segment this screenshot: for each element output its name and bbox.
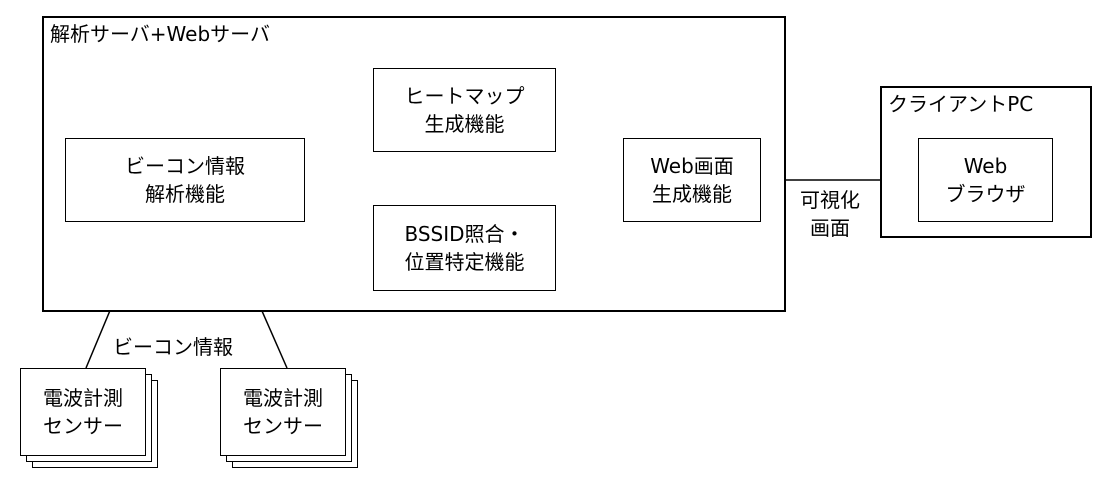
server-group-label: 解析サーバ+Webサーバ	[50, 22, 270, 46]
web-screen-line-1: Web画面	[650, 154, 734, 178]
sensor-2-line-2: センサー	[243, 414, 323, 438]
client-group-label: クライアントPC	[888, 92, 1034, 116]
visualization-line-2: 画面	[810, 216, 850, 240]
browser-node: Web ブラウザ	[918, 138, 1053, 222]
web-screen-node: Web画面 生成機能	[623, 138, 761, 222]
sensor-1-node: 電波計測 センサー	[20, 368, 146, 456]
bssid-node: BSSID照合・ 位置特定機能	[373, 205, 556, 291]
beacon-analysis-line-1: ビーコン情報	[125, 154, 245, 178]
bssid-line-1: BSSID照合・	[404, 222, 525, 246]
web-screen-line-2: 生成機能	[652, 182, 732, 206]
sensor-1-line-1: 電波計測	[43, 386, 123, 410]
beacon-analysis-node: ビーコン情報 解析機能	[65, 138, 305, 222]
bssid-line-2: 位置特定機能	[404, 250, 525, 274]
browser-line-1: Web	[963, 154, 1008, 178]
visualization-label: 可視化 画面	[794, 186, 866, 242]
heatmap-line-2: 生成機能	[424, 112, 505, 136]
browser-line-2: ブラウザ	[945, 182, 1026, 206]
sensor-2-node: 電波計測 センサー	[220, 368, 346, 456]
sensor-2-line-1: 電波計測	[243, 386, 323, 410]
beacon-info-label: ビーコン情報	[113, 335, 233, 359]
sensor-1-line-2: センサー	[43, 414, 123, 438]
heatmap-line-1: ヒートマップ	[404, 84, 525, 108]
visualization-line-1: 可視化	[800, 188, 860, 212]
beacon-analysis-line-2: 解析機能	[145, 182, 225, 206]
heatmap-node: ヒートマップ 生成機能	[373, 68, 556, 152]
